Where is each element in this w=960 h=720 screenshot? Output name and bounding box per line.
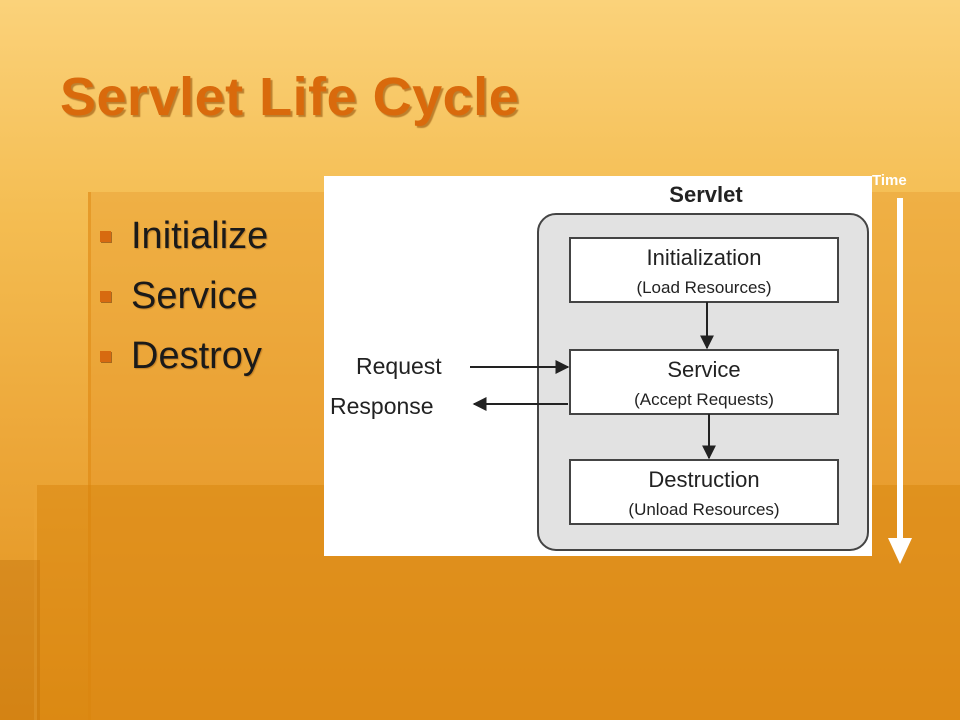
bullet-text: Destroy — [131, 334, 262, 377]
request-label: Request — [356, 353, 442, 379]
destruction-title: Destruction — [648, 467, 759, 492]
bullet-text: Initialize — [131, 214, 269, 257]
time-label: Time — [872, 172, 907, 189]
servlet-lifecycle-diagram: Servlet Initialization (Load Resources) … — [324, 176, 872, 556]
bullet-square-icon — [100, 290, 111, 302]
bullet-list: Initialize Service Destroy — [100, 206, 268, 386]
servlet-label: Servlet — [669, 182, 743, 207]
initialization-box — [569, 237, 839, 303]
service-detail: (Accept Requests) — [634, 390, 774, 409]
background-panel-corner — [0, 560, 40, 720]
destruction-detail: (Unload Resources) — [628, 500, 779, 519]
initialization-detail: (Load Resources) — [636, 278, 771, 297]
initialization-title: Initialization — [647, 245, 762, 270]
bullet-item-initialize: Initialize — [100, 206, 268, 266]
bullet-square-icon — [100, 230, 111, 242]
bullet-item-destroy: Destroy — [100, 326, 268, 386]
service-box — [569, 349, 839, 415]
response-label: Response — [330, 393, 434, 419]
diagram-svg: Servlet Initialization (Load Resources) … — [330, 182, 869, 551]
time-arrow-icon — [888, 198, 912, 564]
bullet-item-service: Service — [100, 266, 268, 326]
bullet-square-icon — [100, 350, 111, 362]
slide-title: Servlet Life Cycle — [60, 67, 520, 127]
destruction-box — [569, 459, 839, 525]
bullet-text: Service — [131, 274, 258, 317]
service-title: Service — [667, 357, 740, 382]
